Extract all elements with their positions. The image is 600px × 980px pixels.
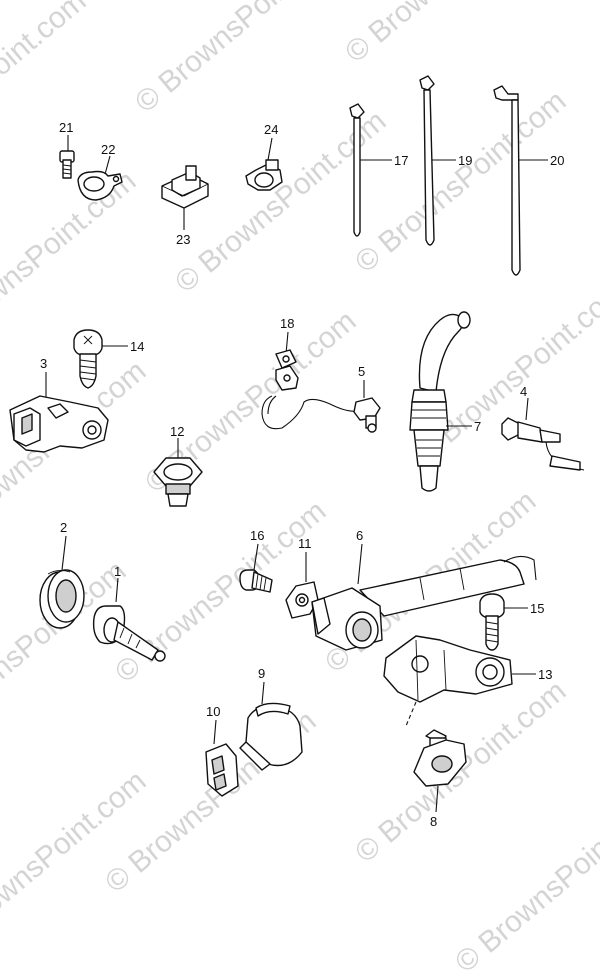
part-4-temp-sensor bbox=[501, 397, 585, 471]
part-12-switch bbox=[153, 438, 203, 507]
callout-5: 5 bbox=[358, 364, 365, 379]
callout-1: 1 bbox=[114, 564, 121, 579]
part-8-clip bbox=[413, 729, 467, 813]
callout-13: 13 bbox=[538, 667, 552, 682]
callout-22: 22 bbox=[101, 142, 115, 157]
part-16-bolt bbox=[239, 543, 273, 593]
part-13-bracket bbox=[383, 635, 536, 727]
part-24-clip bbox=[245, 137, 283, 191]
callout-12: 12 bbox=[170, 424, 184, 439]
callout-19: 19 bbox=[458, 153, 472, 168]
callout-20: 20 bbox=[550, 153, 564, 168]
callout-14: 14 bbox=[130, 339, 144, 354]
callout-17: 17 bbox=[394, 153, 408, 168]
part-3-sensor bbox=[9, 372, 109, 453]
part-23-bracket bbox=[161, 165, 209, 230]
callout-16: 16 bbox=[250, 528, 264, 543]
callout-15: 15 bbox=[530, 601, 544, 616]
part-18-bracket bbox=[275, 331, 299, 391]
part-22-clamp bbox=[77, 155, 123, 201]
callout-9: 9 bbox=[258, 666, 265, 681]
part-10-plate bbox=[205, 719, 239, 797]
part-5-sensor-lead bbox=[261, 380, 381, 433]
callout-18: 18 bbox=[280, 316, 294, 331]
callout-6: 6 bbox=[356, 528, 363, 543]
callout-24: 24 bbox=[264, 122, 278, 137]
part-20-cable-tie bbox=[493, 85, 548, 276]
part-6-sensor-harness bbox=[311, 543, 537, 651]
callout-21: 21 bbox=[59, 120, 73, 135]
part-9-clip bbox=[239, 681, 303, 771]
part-1-probe bbox=[92, 577, 166, 662]
parts-diagram: 21 22 23 24 17 19 bbox=[9, 75, 585, 829]
callout-2: 2 bbox=[60, 520, 67, 535]
part-17-cable-tie bbox=[349, 103, 392, 237]
part-15-bolt bbox=[479, 593, 528, 651]
part-21-screw bbox=[59, 135, 75, 179]
callout-8: 8 bbox=[430, 814, 437, 829]
part-14-bolt bbox=[73, 329, 128, 389]
callout-10: 10 bbox=[206, 704, 220, 719]
callout-3: 3 bbox=[40, 356, 47, 371]
part-2-grommet bbox=[39, 535, 85, 629]
callout-23: 23 bbox=[176, 232, 190, 247]
callout-11: 11 bbox=[298, 536, 312, 551]
part-7-o2-sensor bbox=[409, 311, 472, 492]
part-19-cable-tie bbox=[419, 75, 456, 246]
callout-4: 4 bbox=[520, 384, 527, 399]
callout-7: 7 bbox=[474, 419, 481, 434]
part-11-holder bbox=[285, 552, 319, 619]
